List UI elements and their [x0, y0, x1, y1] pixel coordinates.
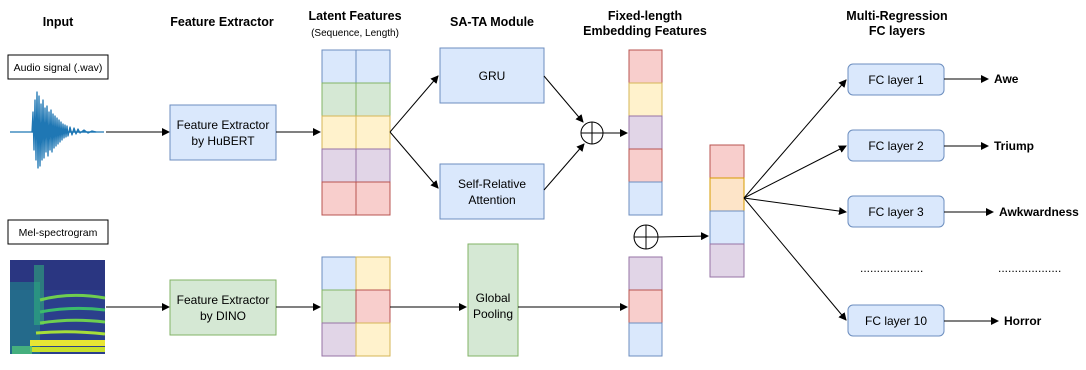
- fc-layer-2-label: FC layer 2: [868, 139, 924, 153]
- fc-layer-10-label: FC layer 10: [865, 314, 927, 328]
- fc-ellipsis: ...................: [860, 261, 923, 275]
- header-embedding-features: Embedding Features: [583, 24, 707, 38]
- arrow-to-fc3: [743, 197, 847, 216]
- dino-line2: by DINO: [200, 309, 246, 323]
- header-latent-subtitle: (Sequence, Length): [311, 28, 399, 39]
- audio-label-box: [7, 54, 109, 80]
- mel-label: Mel-spectrogram: [19, 227, 98, 239]
- fc-layer-3-label: FC layer 3: [868, 205, 924, 219]
- hubert-line1: Feature Extractor: [177, 118, 270, 132]
- output-awe: Awe: [994, 72, 1019, 86]
- header-sata-module: SA-TA Module: [450, 15, 534, 29]
- output-ellipsis: ...................: [998, 261, 1061, 275]
- hubert-line2: by HuBERT: [191, 134, 255, 148]
- arrow-to-fc2: [743, 145, 847, 199]
- pooling-line1: Global: [476, 291, 511, 305]
- sum-operator-fusion: [633, 224, 659, 250]
- header-fc-layers: FC layers: [869, 24, 925, 38]
- arrow-sum-to-fused-embedding: [657, 232, 709, 241]
- header-latent-features: Latent Features: [308, 9, 401, 23]
- header-input: Input: [43, 15, 74, 29]
- mel-spectrogram-image: [10, 260, 106, 354]
- audio-waveform-image: [10, 91, 104, 169]
- dino-extractor-box: [169, 279, 277, 336]
- audio-embedding-column: [628, 49, 663, 216]
- output-triump: Triump: [994, 139, 1034, 153]
- gru-box: [439, 47, 545, 104]
- attention-box: [439, 163, 545, 220]
- output-awkwardness: Awkwardness: [999, 205, 1079, 219]
- attention-line1: Self-Relative: [458, 177, 526, 191]
- fc-layer-1-label: FC layer 1: [868, 73, 924, 87]
- visual-embedding-column: [628, 256, 663, 357]
- latent-features-audio-grid: [321, 49, 391, 216]
- pooling-line2: Pooling: [473, 307, 513, 321]
- sum-operator-audio: [580, 121, 604, 145]
- header-feature-extractor: Feature Extractor: [170, 15, 274, 29]
- arrow-latent-to-attention: [389, 131, 439, 189]
- latent-features-visual-grid: [321, 256, 391, 357]
- arrow-to-fc1: [743, 79, 847, 199]
- hubert-extractor-box: [169, 104, 277, 161]
- header-fixed-length: Fixed-length: [608, 9, 682, 23]
- header-multi-regression: Multi-Regression: [846, 9, 947, 23]
- dino-line1: Feature Extractor: [177, 293, 270, 307]
- global-pooling-box: [467, 243, 519, 357]
- fused-embedding-column: [709, 144, 745, 278]
- output-horror: Horror: [1004, 314, 1042, 328]
- arrow-gru-to-sum: [543, 75, 584, 123]
- arrow-latent-to-gru: [389, 75, 439, 133]
- arrow-attention-to-sum: [543, 143, 585, 191]
- attention-line2: Attention: [468, 193, 515, 207]
- arrow-to-fc10: [743, 197, 847, 321]
- gru-label: GRU: [479, 69, 506, 83]
- mel-label-box: [7, 219, 109, 245]
- audio-label: Audio signal (.wav): [14, 62, 103, 74]
